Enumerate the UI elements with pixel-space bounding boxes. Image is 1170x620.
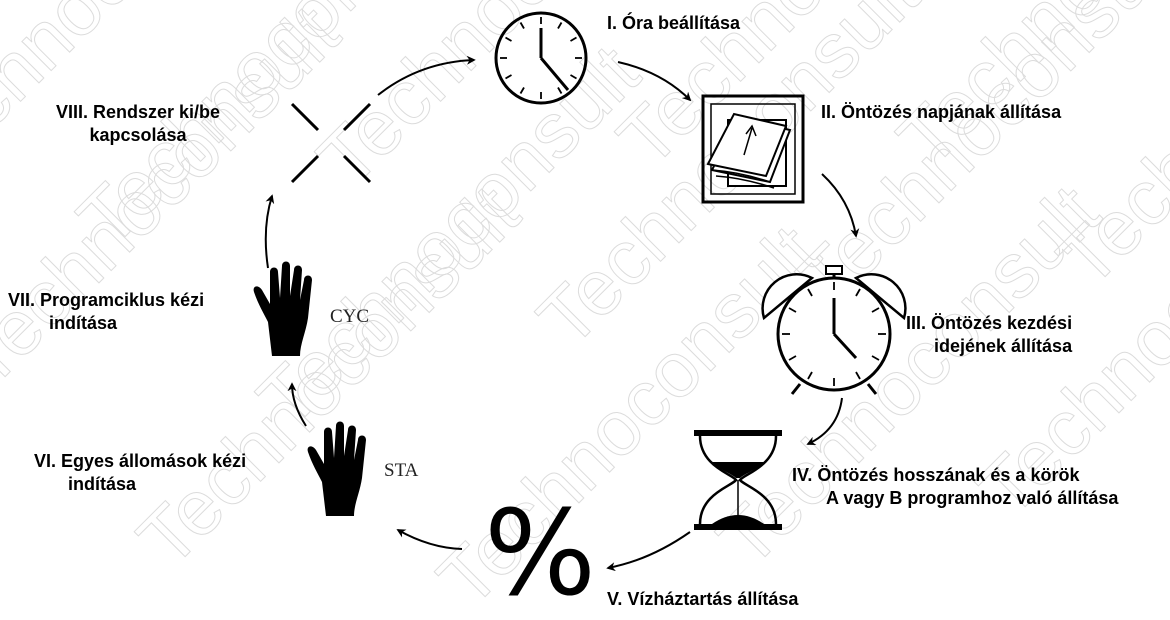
step-6-line2: indítása [68,474,137,494]
step-3-line1: III. Öntözés kezdési [906,313,1073,333]
calendar-icon [701,94,805,204]
hand-icon-cyc [253,261,312,356]
step-8-label: VIII. Rendszer ki/be kapcsolása [56,101,220,147]
step-7-label: VII. Programciklus kézi indítása [8,289,204,335]
step-1-label: I. Óra beállítása [607,13,741,33]
arrow-3-to-4 [806,397,843,446]
step-7-line1: VII. Programciklus kézi [8,290,205,310]
sta-label: STA [384,460,419,481]
arrow-6-to-7 [287,382,307,427]
clock-icon [494,11,588,105]
cyc-label: CYC [330,306,370,327]
step-6-line1: VI. Egyes állomások kézi [34,451,247,471]
percent-icon: % [484,484,597,620]
arrow-2-to-3 [821,173,860,238]
step-4-label: IV. Öntözés hosszának és a körök A vagy … [792,464,1118,510]
arrow-8-to-1 [377,55,476,96]
step-2-label: II. Öntözés napjának állítása [821,102,1062,122]
step-5-label: V. Vízháztartás állítása [607,589,799,609]
cycle-arrows [264,55,860,572]
hand-icon-sta [307,421,366,516]
step-8-line1: VIII. Rendszer ki/be [56,102,221,122]
step-3-label: III. Öntözés kezdési idejének állítása [904,312,1072,358]
arrow-5-to-6 [396,529,463,550]
arrow-7-to-8 [264,194,275,269]
step-3-line2: idejének állítása [934,336,1073,356]
step-4-line2: A vagy B programhoz való állítása [826,488,1119,508]
off-x-icon [290,102,372,184]
hourglass-icon [694,430,782,530]
step-8-line2: kapcsolása [89,125,187,145]
alarm-clock-icon [761,265,907,395]
step-4-line1: IV. Öntözés hosszának és a körök [792,465,1080,485]
arrow-4-to-5 [606,531,691,572]
step-6-label: VI. Egyes állomások kézi indítása [34,450,246,496]
step-7-line2: indítása [49,313,118,333]
arrow-1-to-2 [617,61,692,102]
